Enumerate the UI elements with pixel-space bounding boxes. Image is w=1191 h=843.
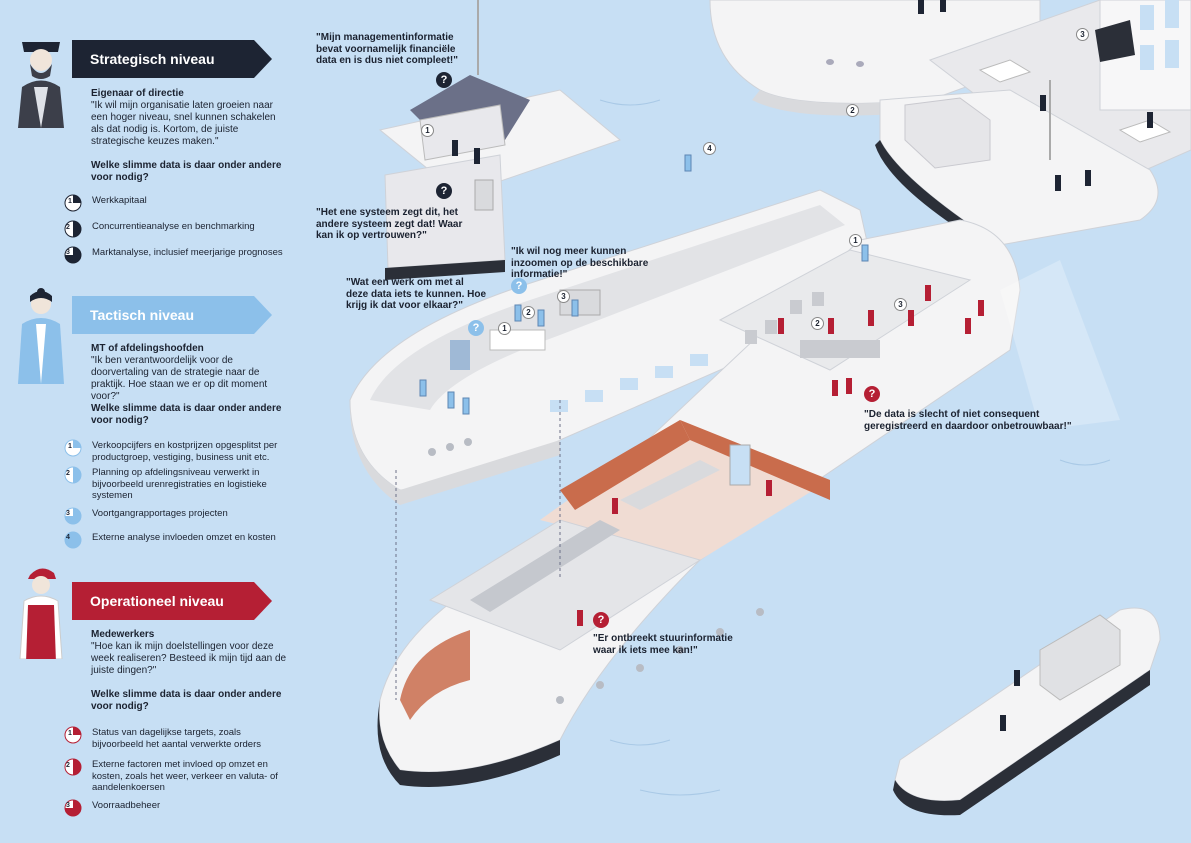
svg-text:3: 3 (66, 510, 70, 517)
callout-systems: "Het ene systeem zegt dit, het andere sy… (316, 207, 463, 241)
scene-number-badge: 3 (1076, 28, 1089, 41)
pie-icon: 2 (64, 758, 82, 776)
question-mark-icon: ? (511, 278, 527, 294)
tactical-item-text: Planning op afdelingsniveau verwerkt in … (92, 467, 267, 501)
pie-icon: 2 (64, 220, 82, 238)
svg-text:1: 1 (68, 443, 72, 450)
strategic-banner: Strategisch niveau (72, 40, 272, 78)
strategic-item-text: Werkkapitaal (92, 195, 147, 206)
strategic-role: Eigenaar of directie "Ik wil mijn organi… (91, 88, 291, 148)
svg-text:2: 2 (66, 224, 70, 231)
svg-text:4: 4 (66, 534, 70, 541)
scene-number-badge: 3 (557, 290, 570, 303)
svg-text:1: 1 (68, 198, 72, 205)
question-mark-icon: ? (436, 183, 452, 199)
svg-text:2: 2 (66, 470, 70, 477)
water-ripples (599, 99, 1111, 796)
pie-icon: 3 (64, 799, 82, 817)
leader-lines (395, 400, 561, 700)
callout-inconsistent: "De data is slecht of niet consequent ge… (864, 409, 1072, 432)
worker-avatar (19, 568, 63, 659)
tactical-item-text: Externe analyse invloeden omzet en koste… (92, 532, 276, 543)
operational-workers (577, 285, 984, 626)
pie-icon: 1 (64, 439, 82, 457)
tactical-staff (419, 154, 869, 415)
main-ship (377, 219, 1120, 787)
svg-text:3: 3 (66, 802, 70, 809)
manager-avatar (18, 288, 64, 384)
tactical-question: Welke slimme data is daar onder andere v… (91, 403, 282, 426)
scene-number-badge: 2 (522, 306, 535, 319)
strategic-role-title: Eigenaar of directie (91, 88, 184, 99)
operational-item-text: Externe factoren met invloed op omzet en… (92, 759, 278, 793)
operational-item-text: Voorraadbeheer (92, 800, 161, 811)
moored-boat-bottom (893, 607, 1161, 816)
pie-icon: 1 (64, 194, 82, 212)
strategic-role-quote: "Ik wil mijn organisatie laten groeien n… (91, 100, 276, 147)
svg-text:1: 1 (68, 730, 72, 737)
callout-work: "Wat een werk om met al deze data iets t… (346, 277, 487, 311)
strategic-item-text: Marktanalyse, inclusief meerjarige progn… (92, 247, 283, 258)
scene-number-badge: 1 (498, 322, 511, 335)
tactical-item-text: Voortgangrapportages projecten (92, 508, 228, 519)
question-mark-icon: ? (593, 612, 609, 628)
pie-icon: 2 (64, 466, 82, 484)
pie-icon: 4 (64, 531, 82, 549)
scene-number-badge: 3 (894, 298, 907, 311)
question-mark-icon: ? (864, 386, 880, 402)
strategic-question: Welke slimme data is daar onder andere v… (91, 160, 282, 183)
strategic-item-text: Concurrentieanalyse en benchmarking (92, 221, 255, 232)
tactical-role: MT of afdelingshoofden "Ik ben verantwoo… (91, 343, 291, 403)
pie-icon: 3 (64, 507, 82, 525)
operational-role-quote: "Hoe kan ik mijn doelstellingen voor dez… (91, 641, 287, 676)
tactical-role-title: MT of afdelingshoofden (91, 343, 204, 354)
callout-steering: "Er ontbreekt stuurinformatie waar ik ie… (593, 633, 733, 656)
scene-number-badge: 1 (849, 234, 862, 247)
strategic-people (452, 0, 1153, 731)
scene-number-badge: 2 (811, 317, 824, 330)
operational-banner: Operationeel niveau (72, 582, 272, 620)
operational-item-text: Status van dagelijkse targets, zoals bij… (92, 727, 261, 750)
operational-role: Medewerkers "Hoe kan ik mijn doelstellin… (91, 629, 291, 677)
tactical-banner: Tactisch niveau (72, 296, 272, 334)
question-mark-icon: ? (468, 320, 484, 336)
callout-management-info: "Mijn managementinformatie bevat voornam… (316, 32, 458, 66)
operational-role-title: Medewerkers (91, 629, 155, 640)
pie-icon: 3 (64, 246, 82, 264)
scene-number-badge: 1 (421, 124, 434, 137)
pie-icon: 1 (64, 726, 82, 744)
scene-number-badge: 4 (703, 142, 716, 155)
callout-zoom: "Ik wil nog meer kunnen inzoomen op de b… (511, 246, 649, 280)
scene-number-badge: 2 (846, 104, 859, 117)
operational-question: Welke slimme data is daar onder andere v… (91, 689, 282, 712)
middle-ship (349, 189, 881, 505)
svg-text:2: 2 (66, 762, 70, 769)
captain-avatar (18, 42, 64, 128)
bridge-tower (378, 0, 622, 280)
svg-text:3: 3 (66, 249, 70, 256)
tactical-role-quote: "Ik ben verantwoordelijk voor de doorver… (91, 355, 268, 402)
legend-panel: Strategisch niveau Eigenaar of directie … (0, 0, 300, 843)
tactical-item-text: Verkoopcijfers en kostprijzen opgesplits… (92, 440, 278, 463)
question-mark-icon: ? (436, 72, 452, 88)
